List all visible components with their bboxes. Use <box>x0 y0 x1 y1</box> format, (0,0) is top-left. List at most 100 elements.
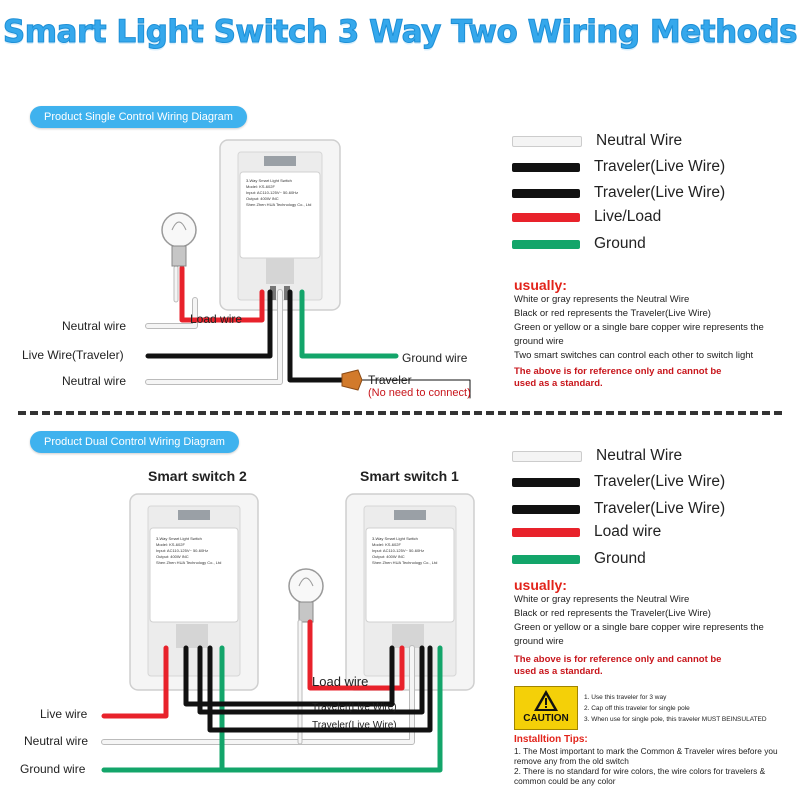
tip-line: common could be any color <box>514 776 616 786</box>
switch-label-line: Output: 400W INC <box>156 554 189 559</box>
light-bulb-icon <box>161 212 197 267</box>
legend-dual-load: Load wire <box>512 521 661 543</box>
switch-label-line: Output: 400W INC <box>246 196 279 201</box>
note-line: Two smart switches can control each othe… <box>514 350 754 361</box>
note-line: Black or red represents the Traveler(Liv… <box>514 308 711 319</box>
installation-tips-heading: Installtion Tips: <box>514 734 588 745</box>
label-traveler-note: (No need to connect) <box>368 387 471 399</box>
reference-line: The above is for reference only and cann… <box>514 654 722 665</box>
installation-tips: 1. The Most important to mark the Common… <box>514 746 778 786</box>
swatch-red <box>512 527 580 537</box>
swatch-green <box>512 239 580 249</box>
note-line: Green or yellow or a single bare copper … <box>514 322 764 333</box>
legend-label: Traveler(Live Wire) <box>594 500 726 517</box>
switch-label-line: 3-Way Smart Light Switch <box>156 536 202 541</box>
label-dual-neutral-wire: Neutral wire <box>24 734 89 748</box>
legend-live-load: Live/Load <box>512 206 661 228</box>
switch-label-line: Output: 400W INC <box>372 554 405 559</box>
usually-heading-2: usually: <box>514 577 567 593</box>
caution-item: 3. When use for single pole, this travel… <box>584 716 767 723</box>
light-bulb-dual-icon <box>288 568 324 623</box>
note-line: Green or yellow or a single bare copper … <box>514 622 764 633</box>
legend-label: Neutral Wire <box>596 447 683 464</box>
label-load-wire: Load wire <box>190 312 243 326</box>
tip-line: 2. There is no standard for wire colors,… <box>514 766 766 776</box>
warning-triangle-icon <box>534 690 558 711</box>
legend-traveler-2: Traveler(Live Wire) <box>512 182 725 204</box>
caution-item: 2. Cap off this traveler for single pole <box>584 705 690 712</box>
dual-wires <box>101 619 443 773</box>
legend-label: Load wire <box>594 523 662 540</box>
legend-dual-ground: Ground <box>512 548 646 570</box>
swatch-black <box>512 188 580 198</box>
note-line: White or gray represents the Neutral Wir… <box>514 594 690 605</box>
tip-line: 1. The Most important to mark the Common… <box>514 746 778 756</box>
swatch-red <box>512 212 580 222</box>
switch-label-line: Shen Zhen HUA Technology Co., Ltd <box>156 560 222 565</box>
label-neutral-wire-2: Neutral wire <box>62 374 127 388</box>
legend-traveler-1: Traveler(Live Wire) <box>512 156 725 178</box>
reference-line: The above is for reference only and cann… <box>514 366 722 377</box>
single-control-pill: Product Single Control Wiring Diagram <box>30 106 247 128</box>
legend-label: Traveler(Live Wire) <box>594 184 726 201</box>
label-dual-traveler-2: Traveler(Live Wire) <box>312 720 397 731</box>
reference-line: used as a standard. <box>514 666 603 677</box>
label-traveler: Traveler <box>368 373 412 387</box>
legend-label: Ground <box>594 235 646 252</box>
swatch-green <box>512 554 580 564</box>
caution-label: CAUTION <box>523 713 569 724</box>
swatch-black <box>512 162 580 172</box>
swatch-black <box>512 477 580 487</box>
legend-neutral: Neutral Wire <box>512 130 682 152</box>
label-dual-load-wire: Load wire <box>312 674 369 689</box>
reference-note-1: The above is for reference only and cann… <box>514 366 721 390</box>
label-live-wire: Live Wire(Traveler) <box>22 348 124 362</box>
switch-label-line: 3-Way Smart Light Switch <box>372 536 418 541</box>
reference-note-2: The above is for reference only and cann… <box>514 654 721 678</box>
dual-control-pill: Product Dual Control Wiring Diagram <box>30 431 239 453</box>
switch-2-label: 3-Way Smart Light Switch Model: KS-602F … <box>156 536 232 566</box>
single-switch-plate <box>219 139 341 311</box>
note-line: ground wire <box>514 636 564 647</box>
single-switch-label: 3-Way Smart Light Switch Model: KS-602F … <box>246 178 316 208</box>
legend-label: Ground <box>594 550 646 567</box>
swatch-white <box>512 450 582 462</box>
caution-box: CAUTION <box>514 686 578 730</box>
usually-notes-1: White or gray represents the Neutral Wir… <box>514 293 764 363</box>
legend-label: Traveler(Live Wire) <box>594 158 726 175</box>
switch-label-line: Input: AC110-125V~ 50-60Hz <box>372 548 425 553</box>
legend-dual-traveler-2: Traveler(Live Wire) <box>512 498 725 520</box>
note-line: ground wire <box>514 336 564 347</box>
note-line: Black or red represents the Traveler(Liv… <box>514 608 711 619</box>
reference-line: used as a standard. <box>514 378 603 389</box>
note-line: White or gray represents the Neutral Wir… <box>514 294 690 305</box>
switch-label-line: Model: KS-602F <box>372 542 401 547</box>
tip-line: remove any from the old switch <box>514 756 629 766</box>
label-dual-traveler-1: Traveler(Live Wire) <box>312 702 397 713</box>
label-neutral-wire-1: Neutral wire <box>62 319 127 333</box>
label-dual-live-wire: Live wire <box>40 707 88 721</box>
legend-label: Neutral Wire <box>596 132 683 149</box>
switch-label-line: Shen Zhen HUA Technology Co., Ltd <box>372 560 438 565</box>
swatch-black <box>512 504 580 514</box>
switch-2-plate <box>129 493 259 691</box>
switch-label-line: Input: AC110-125V~ 50-60Hz <box>246 190 299 195</box>
swatch-white <box>512 135 582 147</box>
smart-switch-1-title: Smart switch 1 <box>360 468 459 484</box>
switch-label-line: 3-Way Smart Light Switch <box>246 178 292 183</box>
wire-cap-icon <box>341 369 363 391</box>
smart-switch-2-title: Smart switch 2 <box>148 468 247 484</box>
single-wires <box>145 265 471 399</box>
label-ground-wire: Ground wire <box>402 351 468 365</box>
usually-heading-1: usually: <box>514 277 567 293</box>
page-title: Smart Light Switch 3 Way Two Wiring Meth… <box>2 14 798 51</box>
caution-item: 1. Use this traveler for 3 way <box>584 694 667 701</box>
legend-dual-neutral: Neutral Wire <box>512 445 682 467</box>
caution-items: 1. Use this traveler for 3 way 2. Cap of… <box>584 692 767 725</box>
section-divider <box>18 411 782 415</box>
switch-1-label: 3-Way Smart Light Switch Model: KS-602F … <box>372 536 448 566</box>
switch-label-line: Model: KS-602F <box>156 542 185 547</box>
label-dual-ground-wire: Ground wire <box>20 762 86 776</box>
legend-label: Traveler(Live Wire) <box>594 473 726 490</box>
